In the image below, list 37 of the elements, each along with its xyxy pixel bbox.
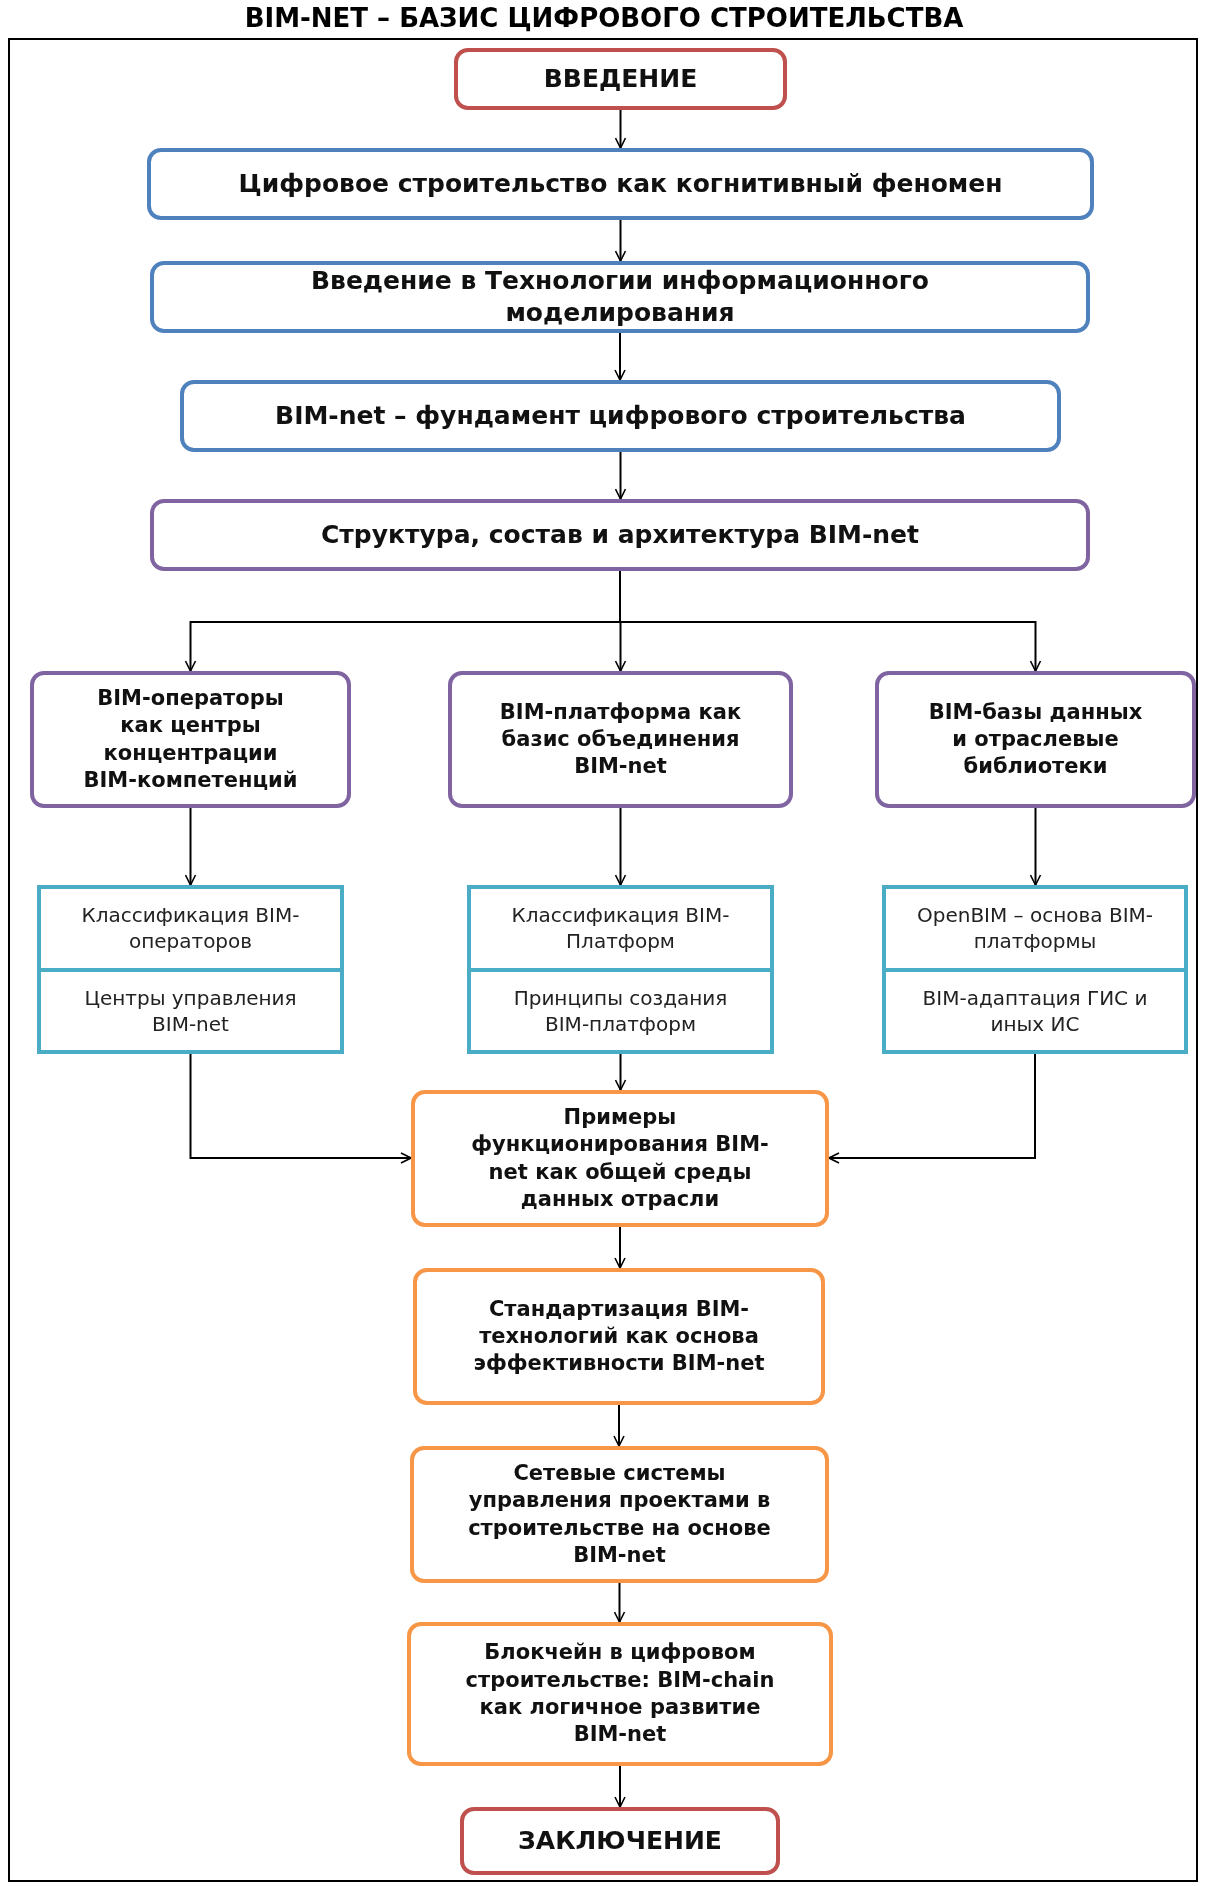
arrow (614, 1053, 627, 1091)
chapter-box: BIM-базы данных и отраслевые библиотеки (875, 671, 1196, 808)
subtopic-cell: Классификация BIM-операторов (41, 889, 340, 968)
chapter-box: BIM-платформа как базис объединения BIM-net (448, 671, 793, 808)
chapter-box: BIM-net – фундамент цифрового строительства (180, 380, 1061, 452)
arrow (184, 807, 197, 886)
arrow (614, 1226, 626, 1269)
chapter-box: Стандартизация BIM-технологий как основа эффективности BIM-net (413, 1268, 825, 1405)
chapter-box: Введение в Технологии информационного моделирования (150, 261, 1090, 333)
chapter-box: ВВЕДЕНИЕ (454, 48, 787, 110)
chapter-box: BIM-операторы как центры концентрации BIM-компетенций (30, 671, 351, 808)
arrow (828, 1053, 1036, 1164)
chapter-box: Блокчейн в цифровом строительстве: BIM-chain как логичное развитие BIM-net (407, 1622, 833, 1766)
topic-box (467, 885, 774, 1054)
chapter-box: Примеры функционирования BIM-net как общей среды данных отрасли (411, 1090, 829, 1227)
subtopic-cell: Классификация BIM-Платформ (471, 889, 770, 968)
subtopic-cell: BIM-адаптация ГИС и иных ИС (886, 967, 1184, 1050)
chapter-box: Цифровое строительство как когнитивный феномен (147, 148, 1094, 220)
arrow (1029, 807, 1042, 886)
arrow (614, 807, 627, 886)
arrow (189, 1053, 412, 1164)
arrow (613, 1582, 626, 1623)
chapter-box: Структура, состав и архитектура BIM-net (150, 499, 1090, 571)
arrow (613, 1404, 625, 1447)
title: BIM-NET – БАЗИС ЦИФРОВОГО СТРОИТЕЛЬСТВА (243, 2, 965, 34)
topic-box (882, 885, 1188, 1054)
subtopic-cell: Принципы создания BIM-платформ (471, 967, 770, 1050)
arrow (614, 332, 626, 381)
arrow (614, 109, 627, 149)
subtopic-cell: Центры управления BIM-net (41, 967, 340, 1050)
chapter-box: Сетевые системы управления проектами в строительстве на основе BIM-net (410, 1446, 829, 1583)
subtopic-cell: OpenBIM – основа BIM-платформы (886, 889, 1184, 968)
arrow (614, 451, 627, 500)
arrow (614, 219, 627, 262)
arrow (614, 1765, 626, 1808)
topic-box (37, 885, 344, 1054)
chapter-box: ЗАКЛЮЧЕНИЕ (460, 1807, 780, 1875)
